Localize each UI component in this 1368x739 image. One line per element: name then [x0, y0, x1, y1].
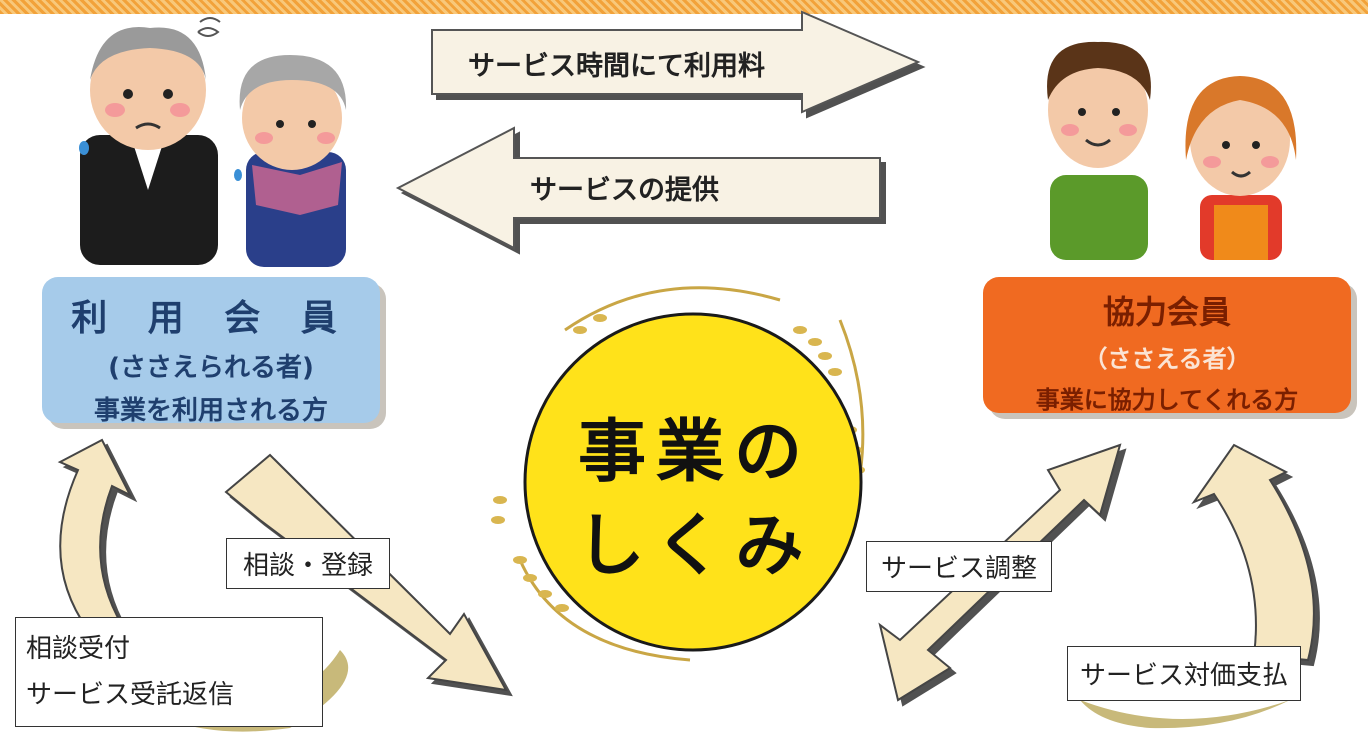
elderly-couple-illustration — [79, 17, 347, 267]
young-couple-illustration — [1047, 41, 1297, 260]
consult-register-label: 相談・登録 — [226, 538, 391, 589]
fee-arrow-label: サービス時間にて利用料 — [468, 51, 765, 82]
center-title-line2: しくみ — [576, 507, 814, 586]
consult-accept-label: 相談受付 — [26, 634, 131, 664]
user-member-box: 利 用 会 員 (ささえられる者) 事業を利用される方 — [42, 277, 380, 426]
user-member-subtitle: (ささえられる者) — [108, 353, 314, 383]
arrow-right-up — [1191, 443, 1315, 662]
center-circle — [523, 312, 863, 652]
arrow-service-to-left — [395, 126, 881, 250]
service-payment-label: サービス対価支払 — [1067, 646, 1302, 701]
center-title-line1: 事業の — [577, 413, 812, 492]
support-member-subtitle: （ささえる者） — [1083, 345, 1251, 373]
service-adjust-label: サービス調整 — [866, 541, 1053, 592]
service-arrow-label: サービスの提供 — [530, 175, 719, 206]
support-member-title: 協力会員 — [1102, 293, 1231, 331]
arrow-left-up — [57, 438, 133, 632]
arrow-fee-to-right — [431, 10, 921, 114]
top-decorative-band — [0, 0, 1368, 14]
user-member-title: 利 用 会 員 — [71, 298, 351, 339]
consult-accept-box: 相談受付 サービス受託返信 — [15, 617, 323, 727]
service-reply-label: サービス受託返信 — [26, 680, 235, 710]
user-member-description: 事業を利用される方 — [93, 396, 328, 426]
right-base-shape — [1080, 700, 1290, 729]
support-member-box: 協力会員 （ささえる者） 事業に協力してくれる方 — [983, 277, 1351, 414]
support-member-description: 事業に協力してくれる方 — [1035, 386, 1299, 414]
